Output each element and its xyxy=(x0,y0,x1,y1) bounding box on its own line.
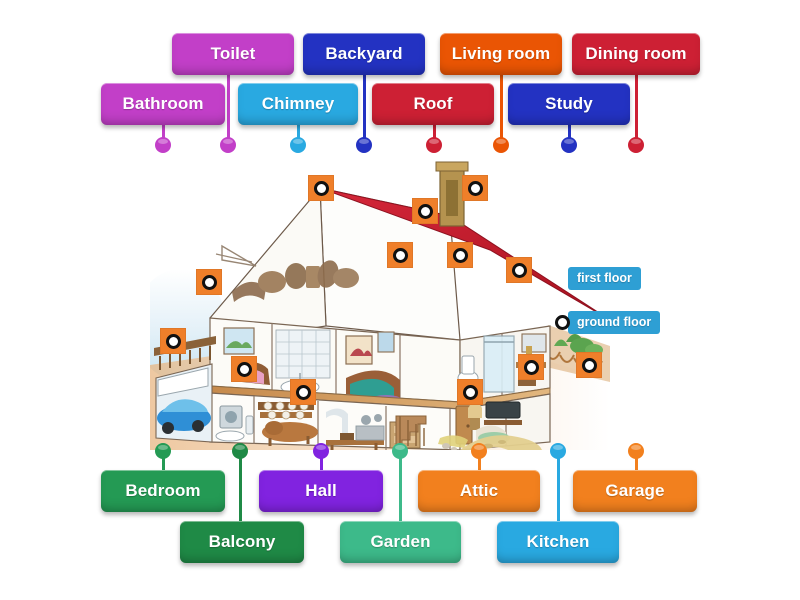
label-chip-text: Study xyxy=(545,94,593,113)
marker-study[interactable] xyxy=(506,257,532,283)
marker-garden[interactable] xyxy=(576,352,602,378)
leader-line-backyard xyxy=(363,75,366,145)
label-chip-text: Living room xyxy=(451,44,551,63)
marker-dining-room[interactable] xyxy=(290,379,316,405)
pin-dining-room[interactable] xyxy=(628,137,644,153)
marker-dot-icon xyxy=(467,180,483,196)
pin-garden[interactable] xyxy=(392,443,408,459)
leader-line-balcony xyxy=(239,451,242,525)
marker-balcony[interactable] xyxy=(196,269,222,295)
marker-living-room[interactable] xyxy=(518,354,544,380)
label-chip-study[interactable]: Study xyxy=(508,83,630,125)
label-chip-text: Attic xyxy=(459,481,499,500)
label-chip-kitchen[interactable]: Kitchen xyxy=(497,521,619,563)
pin-kitchen[interactable] xyxy=(550,443,566,459)
marker-dot-icon xyxy=(417,203,433,219)
label-chip-living-room[interactable]: Living room xyxy=(440,33,562,75)
label-chip-text: Roof xyxy=(413,94,453,113)
pin-attic[interactable] xyxy=(471,443,487,459)
marker-bathroom[interactable] xyxy=(231,356,257,382)
leader-line-roof xyxy=(433,125,436,145)
marker-dot-icon xyxy=(452,247,468,263)
label-chip-dining-room[interactable]: Dining room xyxy=(572,33,700,75)
label-chip-garage[interactable]: Garage xyxy=(573,470,697,512)
floor-tag-ground-floor: ground floor xyxy=(568,311,661,334)
house-cutaway-illustration xyxy=(150,150,610,450)
marker-dot-icon xyxy=(523,359,539,375)
label-chip-text: Balcony xyxy=(208,532,276,551)
pin-bedroom[interactable] xyxy=(155,443,171,459)
marker-dot-icon xyxy=(462,384,478,400)
pin-backyard[interactable] xyxy=(356,137,372,153)
label-chip-hall[interactable]: Hall xyxy=(259,470,383,512)
marker-attic[interactable] xyxy=(308,175,334,201)
marker-dot-icon xyxy=(236,361,252,377)
label-chip-bedroom[interactable]: Bedroom xyxy=(101,470,225,512)
leader-line-hall xyxy=(320,451,323,474)
label-chip-text: Bedroom xyxy=(125,481,201,500)
label-chip-attic[interactable]: Attic xyxy=(418,470,540,512)
leader-line-chimney xyxy=(297,125,300,145)
pin-hall[interactable] xyxy=(313,443,329,459)
label-chip-roof[interactable]: Roof xyxy=(372,83,494,125)
marker-ground-floor[interactable] xyxy=(549,309,575,335)
leader-line-study xyxy=(568,125,571,145)
leader-line-bedroom xyxy=(162,451,165,474)
floor-tag-first-floor: first floor xyxy=(568,267,641,290)
label-chip-text: Hall xyxy=(305,481,337,500)
pin-garage[interactable] xyxy=(628,443,644,459)
pin-toilet[interactable] xyxy=(220,137,236,153)
pin-balcony[interactable] xyxy=(232,443,248,459)
label-chip-text: Garden xyxy=(370,532,431,551)
pin-study[interactable] xyxy=(561,137,577,153)
leader-line-garage xyxy=(635,451,638,474)
leader-line-garden xyxy=(399,451,402,525)
marker-chimney[interactable] xyxy=(462,175,488,201)
leader-line-kitchen xyxy=(557,451,560,525)
marker-dot-icon xyxy=(511,262,527,278)
pin-chimney[interactable] xyxy=(290,137,306,153)
label-chip-text: Chimney xyxy=(261,94,335,113)
label-chip-text: Kitchen xyxy=(526,532,590,551)
marker-garage[interactable] xyxy=(160,328,186,354)
pin-roof[interactable] xyxy=(426,137,442,153)
pin-bathroom[interactable] xyxy=(155,137,171,153)
leader-line-attic xyxy=(478,451,481,474)
label-chip-text: Toilet xyxy=(210,44,256,63)
marker-dot-icon xyxy=(201,274,217,290)
marker-dot-icon xyxy=(581,357,597,373)
marker-toilet[interactable] xyxy=(447,242,473,268)
marker-dot-icon xyxy=(392,247,408,263)
leader-line-living-room xyxy=(500,75,503,145)
marker-dot-icon xyxy=(313,180,329,196)
label-chip-toilet[interactable]: Toilet xyxy=(172,33,294,75)
marker-dot-icon xyxy=(554,314,570,330)
label-chip-text: Backyard xyxy=(325,44,403,63)
label-chip-garden[interactable]: Garden xyxy=(340,521,461,563)
label-chip-balcony[interactable]: Balcony xyxy=(180,521,304,563)
label-chip-backyard[interactable]: Backyard xyxy=(303,33,425,75)
label-chip-bathroom[interactable]: Bathroom xyxy=(101,83,225,125)
marker-roof[interactable] xyxy=(412,198,438,224)
leader-line-toilet xyxy=(227,75,230,145)
marker-dot-icon xyxy=(165,333,181,349)
label-chip-text: Bathroom xyxy=(122,94,204,113)
marker-bedroom-up[interactable] xyxy=(387,242,413,268)
marker-hall[interactable] xyxy=(457,379,483,405)
leader-line-dining-room xyxy=(635,75,638,145)
pin-living-room[interactable] xyxy=(493,137,509,153)
label-chip-text: Garage xyxy=(605,481,665,500)
label-chip-text: Dining room xyxy=(585,44,687,63)
leader-line-bathroom xyxy=(162,125,165,145)
marker-dot-icon xyxy=(295,384,311,400)
label-chip-chimney[interactable]: Chimney xyxy=(238,83,358,125)
